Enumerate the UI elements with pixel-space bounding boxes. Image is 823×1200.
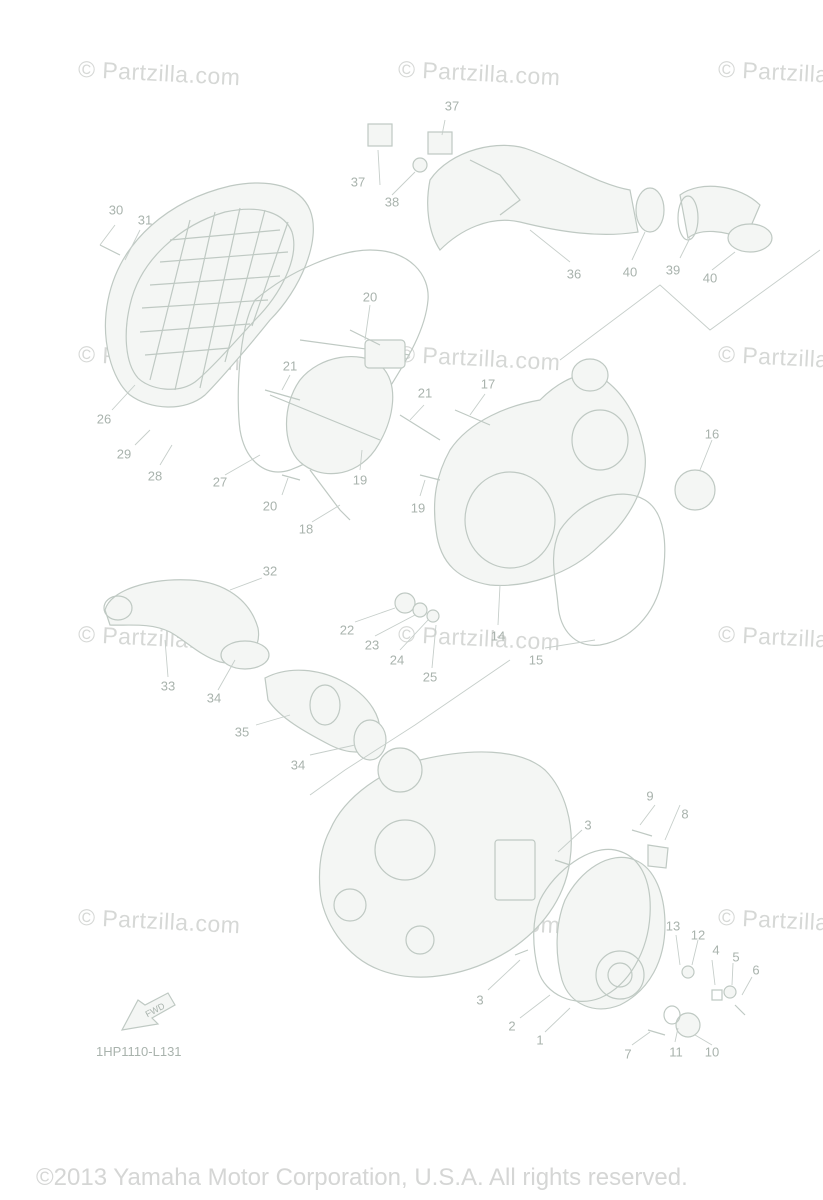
callout-27: 27 bbox=[212, 474, 228, 490]
callout-39: 39 bbox=[665, 262, 681, 278]
plug-10 bbox=[675, 1012, 701, 1038]
callout-36: 36 bbox=[566, 266, 582, 282]
callout-8: 8 bbox=[681, 806, 689, 822]
seal-37 bbox=[367, 123, 393, 147]
nut-5 bbox=[723, 985, 737, 999]
callout-22: 22 bbox=[339, 622, 355, 638]
callout-33: 33 bbox=[160, 678, 176, 694]
leader-bracket bbox=[559, 249, 821, 361]
callout-15: 15 bbox=[528, 652, 544, 668]
callout-21: 21 bbox=[282, 358, 298, 374]
leader-lines bbox=[99, 119, 753, 1046]
callout-13: 13 bbox=[665, 918, 681, 934]
callout-40: 40 bbox=[702, 270, 718, 286]
callout-19: 19 bbox=[410, 500, 426, 516]
grommet-38 bbox=[412, 157, 428, 173]
diagram-code: 1HP1110-L131 bbox=[96, 1044, 182, 1059]
crankcase-cover-14 bbox=[433, 358, 646, 587]
gasket-2 bbox=[533, 848, 651, 1002]
callout-20: 20 bbox=[262, 498, 278, 514]
clamp-34 bbox=[220, 640, 270, 670]
callout-2: 2 bbox=[508, 1018, 516, 1034]
callout-4: 4 bbox=[712, 942, 720, 958]
callout-20: 20 bbox=[362, 289, 378, 305]
callout-28: 28 bbox=[147, 468, 163, 484]
callout-10: 10 bbox=[704, 1044, 720, 1060]
callout-38: 38 bbox=[384, 194, 400, 210]
callout-14: 14 bbox=[490, 628, 506, 644]
callout-19: 19 bbox=[352, 472, 368, 488]
crankcase-assembly bbox=[318, 747, 572, 978]
seal-23 bbox=[412, 602, 428, 618]
copyright-notice: ©2013 Yamaha Motor Corporation, U.S.A. A… bbox=[36, 1164, 688, 1191]
fwd-arrow-icon bbox=[120, 992, 176, 1031]
bolts-lower bbox=[514, 829, 746, 1036]
plate-16 bbox=[674, 469, 716, 511]
callout-23: 23 bbox=[364, 637, 380, 653]
generator-cover-1 bbox=[556, 856, 666, 1010]
callout-18: 18 bbox=[298, 521, 314, 537]
o-ring-11 bbox=[663, 1005, 681, 1025]
callout-30: 30 bbox=[108, 202, 124, 218]
plug-12 bbox=[681, 965, 695, 979]
washer-24 bbox=[426, 609, 440, 623]
leader-bracket bbox=[309, 659, 511, 796]
cover-gasket-15 bbox=[552, 493, 666, 646]
callout-6: 6 bbox=[752, 962, 760, 978]
seal-37 bbox=[427, 131, 453, 155]
callout-40: 40 bbox=[622, 264, 638, 280]
callout-3: 3 bbox=[476, 992, 484, 1008]
callout-26: 26 bbox=[96, 411, 112, 427]
callout-21: 21 bbox=[417, 385, 433, 401]
hose-clamp-40 bbox=[635, 187, 665, 233]
callout-16: 16 bbox=[704, 426, 720, 442]
callout-5: 5 bbox=[732, 949, 740, 965]
callout-12: 12 bbox=[690, 927, 706, 943]
callout-31: 31 bbox=[137, 212, 153, 228]
bracket-4 bbox=[711, 989, 723, 1001]
callout-24: 24 bbox=[389, 652, 405, 668]
callout-37: 37 bbox=[444, 98, 460, 114]
callout-35: 35 bbox=[234, 724, 250, 740]
hose-clamp-40 bbox=[727, 223, 773, 253]
callout-7: 7 bbox=[624, 1046, 632, 1062]
clutch-housing-18 bbox=[269, 339, 411, 521]
callout-11: 11 bbox=[669, 1044, 683, 1060]
bearing-22 bbox=[394, 592, 416, 614]
callout-37: 37 bbox=[350, 174, 366, 190]
clamp-34 bbox=[353, 719, 387, 761]
callout-1: 1 bbox=[536, 1032, 544, 1048]
cover-8 bbox=[647, 844, 669, 869]
callout-3: 3 bbox=[584, 817, 592, 833]
callout-32: 32 bbox=[262, 563, 278, 579]
callout-17: 17 bbox=[480, 376, 496, 392]
intake-duct-36 bbox=[427, 144, 639, 251]
callout-25: 25 bbox=[422, 669, 438, 685]
callout-29: 29 bbox=[116, 446, 132, 462]
callout-34: 34 bbox=[290, 757, 306, 773]
callout-34: 34 bbox=[206, 690, 222, 706]
clutch-outer-cover-26 bbox=[104, 182, 314, 408]
callout-9: 9 bbox=[646, 788, 654, 804]
